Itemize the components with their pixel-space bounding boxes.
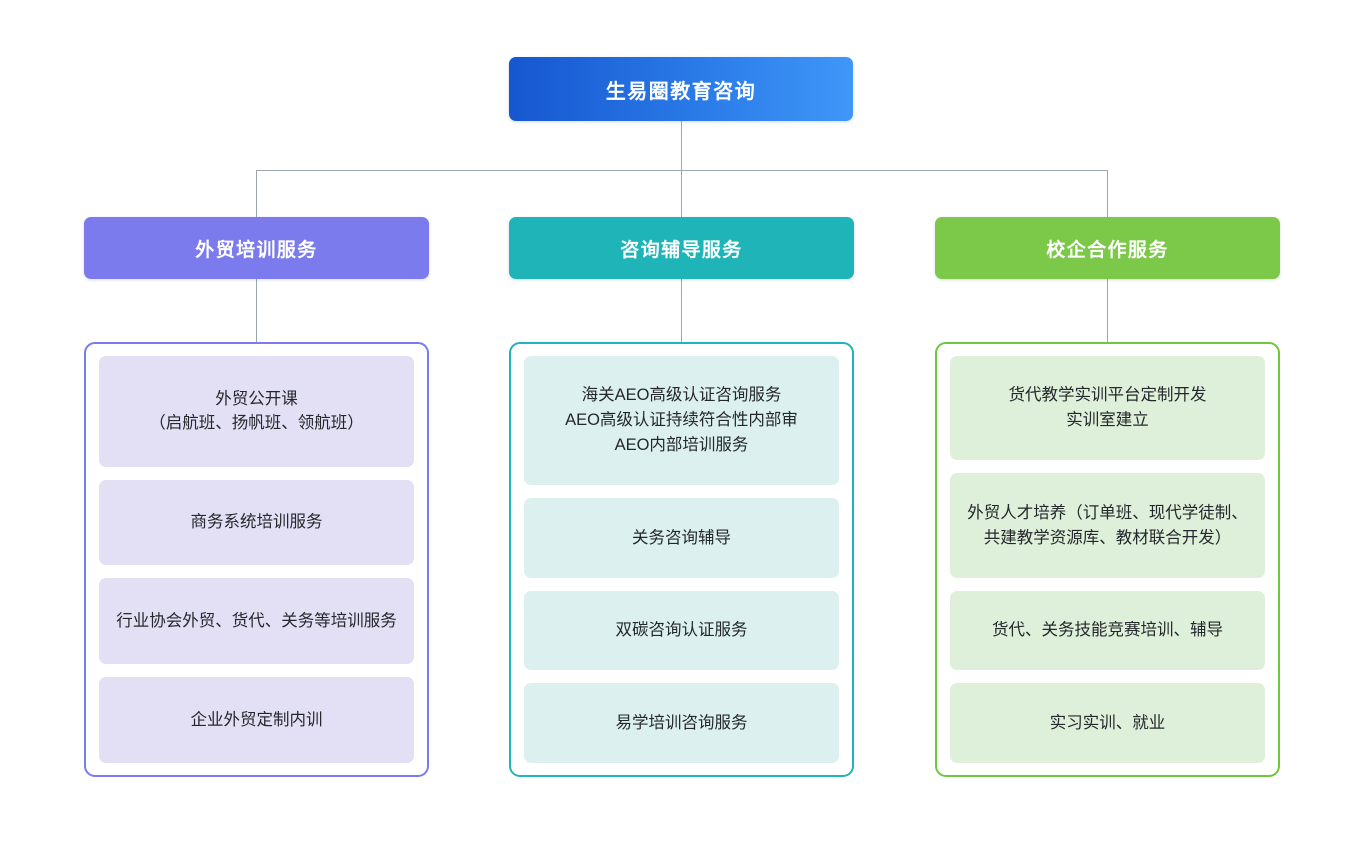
service-item[interactable]: 货代教学实训平台定制开发 实训室建立 [950, 356, 1265, 461]
service-item[interactable]: 企业外贸定制内训 [99, 677, 414, 763]
service-item-label: 实习实训、就业 [1049, 713, 1166, 732]
service-item-label: 商务系统培训服务 [190, 513, 323, 532]
service-item-label: 易学培训咨询服务 [615, 713, 748, 732]
connector-drop-branch-0 [256, 170, 257, 217]
category-header-label-2: 校企合作服务 [1046, 239, 1169, 261]
connector-header-to-panel-2 [1107, 279, 1108, 342]
service-item-label: 外贸人才培养（订单班、现代学徒制、共建教学资源库、教材联合开发） [967, 503, 1248, 547]
branch-column-school-enterprise: 校企合作服务 货代教学实训平台定制开发 实训室建立 外贸人才培养（订单班、现代学… [935, 217, 1280, 777]
connector-root-stem [681, 121, 682, 170]
service-item[interactable]: 关务咨询辅导 [524, 498, 839, 578]
service-item[interactable]: 双碳咨询认证服务 [524, 590, 839, 671]
service-item[interactable]: 外贸人才培养（订单班、现代学徒制、共建教学资源库、教材联合开发） [950, 473, 1265, 578]
service-item-label: 关务咨询辅导 [632, 528, 731, 547]
connector-drop-branch-1 [681, 170, 682, 217]
branch-column-consulting-coaching: 咨询辅导服务 海关AEO高级认证咨询服务 AEO高级认证持续符合性内部审 AEO… [509, 217, 854, 777]
service-item[interactable]: 货代、关务技能竞赛培训、辅导 [950, 590, 1265, 671]
category-panel-1: 海关AEO高级认证咨询服务 AEO高级认证持续符合性内部审 AEO内部培训服务 … [509, 342, 854, 777]
service-item[interactable]: 商务系统培训服务 [99, 479, 414, 566]
service-item-label: 海关AEO高级认证咨询服务 AEO高级认证持续符合性内部审 AEO内部培训服务 [565, 386, 798, 454]
branch-column-foreign-trade-training: 外贸培训服务 外贸公开课 （启航班、扬帆班、领航班） 商务系统培训服务 行业协会… [84, 217, 429, 777]
root-node[interactable]: 生易圈教育咨询 [509, 57, 853, 121]
category-panel-0: 外贸公开课 （启航班、扬帆班、领航班） 商务系统培训服务 行业协会外贸、货代、关… [84, 342, 429, 777]
root-node-label: 生易圈教育咨询 [605, 80, 757, 103]
service-item-label: 货代教学实训平台定制开发 实训室建立 [1008, 386, 1207, 430]
service-item-label: 货代、关务技能竞赛培训、辅导 [992, 621, 1223, 640]
service-item-label: 企业外贸定制内训 [190, 710, 323, 729]
service-item[interactable]: 海关AEO高级认证咨询服务 AEO高级认证持续符合性内部审 AEO内部培训服务 [524, 356, 839, 486]
category-header-label-1: 咨询辅导服务 [620, 239, 743, 261]
connector-header-to-panel-1 [681, 279, 682, 342]
service-item-label: 双碳咨询认证服务 [615, 621, 748, 640]
category-header-0[interactable]: 外贸培训服务 [84, 217, 429, 279]
category-header-1[interactable]: 咨询辅导服务 [509, 217, 854, 279]
connector-drop-branch-2 [1107, 170, 1108, 217]
category-header-label-0: 外贸培训服务 [195, 239, 318, 261]
service-item[interactable]: 外贸公开课 （启航班、扬帆班、领航班） [99, 356, 414, 467]
service-item-label: 外贸公开课 （启航班、扬帆班、领航班） [149, 389, 364, 433]
service-item[interactable]: 易学培训咨询服务 [524, 683, 839, 763]
service-item[interactable]: 行业协会外贸、货代、关务等培训服务 [99, 578, 414, 665]
service-item[interactable]: 实习实训、就业 [950, 683, 1265, 763]
category-panel-2: 货代教学实训平台定制开发 实训室建立 外贸人才培养（订单班、现代学徒制、共建教学… [935, 342, 1280, 777]
connector-header-to-panel-0 [256, 279, 257, 342]
service-item-label: 行业协会外贸、货代、关务等培训服务 [116, 611, 397, 630]
category-header-2[interactable]: 校企合作服务 [935, 217, 1280, 279]
